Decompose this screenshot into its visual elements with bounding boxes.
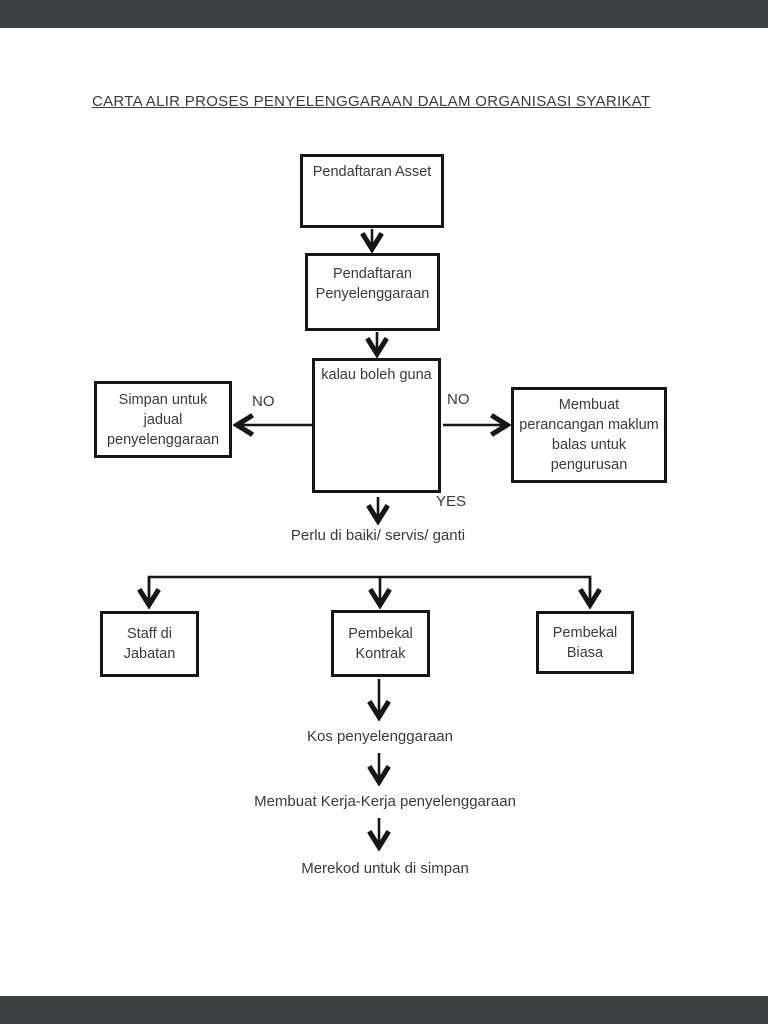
node-simpan-untuk-jadual: Simpan untuk jadual penyelenggaraan (94, 381, 232, 458)
node-membuat-perancangan: Membuat perancangan maklum balas untuk p… (511, 387, 667, 483)
text-perlu-di-baiki: Perlu di baiki/ servis/ ganti (290, 527, 466, 544)
text-kos-penyelenggaraan: Kos penyelenggaraan (307, 728, 453, 745)
node-pendaftaran-asset: Pendaftaran Asset (300, 154, 444, 228)
page-title: CARTA ALIR PROSES PENYELENGGARAAN DALAM … (92, 93, 651, 110)
branch-rail (147, 575, 592, 603)
label-yes: YES (436, 493, 467, 510)
label-no-right: NO (447, 391, 470, 408)
node-pembekal-kontrak: Pembekal Kontrak (331, 610, 430, 677)
node-pembekal-biasa: Pembekal Biasa (536, 611, 634, 674)
text-merekod: Merekod untuk di simpan (301, 860, 469, 877)
letterbox-bottom (0, 996, 768, 1024)
letterbox-top (0, 0, 768, 28)
text-membuat-kerja: Membuat Kerja-Kerja penyelenggaraan (254, 793, 516, 810)
node-pendaftaran-penyelenggaraan: Pendaftaran Penyelenggaraan (305, 253, 440, 331)
label-no-left: NO (252, 393, 275, 410)
node-kalau-boleh-guna: kalau boleh guna (312, 358, 441, 493)
node-staff-di-jabatan: Staff di Jabatan (100, 611, 199, 677)
